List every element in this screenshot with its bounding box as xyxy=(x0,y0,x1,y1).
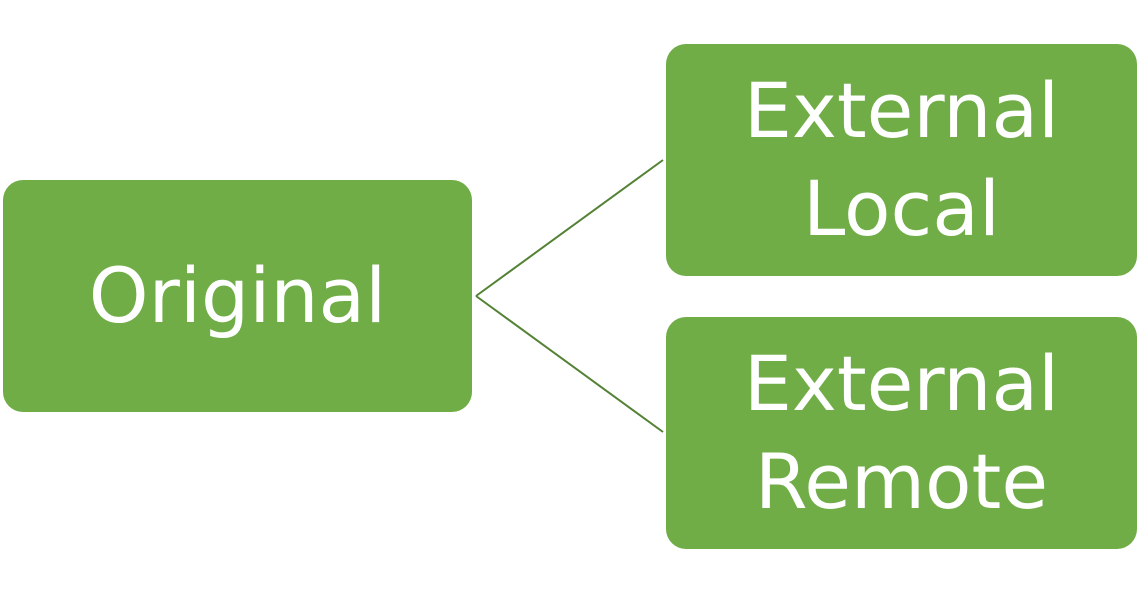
original-node-label: Original xyxy=(88,251,387,340)
external-local-node: External Local xyxy=(666,44,1137,276)
external-remote-label-line1: External xyxy=(743,339,1060,428)
external-remote-node: External Remote xyxy=(666,317,1137,549)
external-local-label-line1: External xyxy=(743,66,1060,155)
connector-to-external-remote xyxy=(475,295,664,433)
original-node: Original xyxy=(3,180,472,412)
external-local-label-line2: Local xyxy=(803,164,1000,253)
external-remote-label-line2: Remote xyxy=(754,437,1049,526)
connector-to-external-local xyxy=(475,159,664,297)
